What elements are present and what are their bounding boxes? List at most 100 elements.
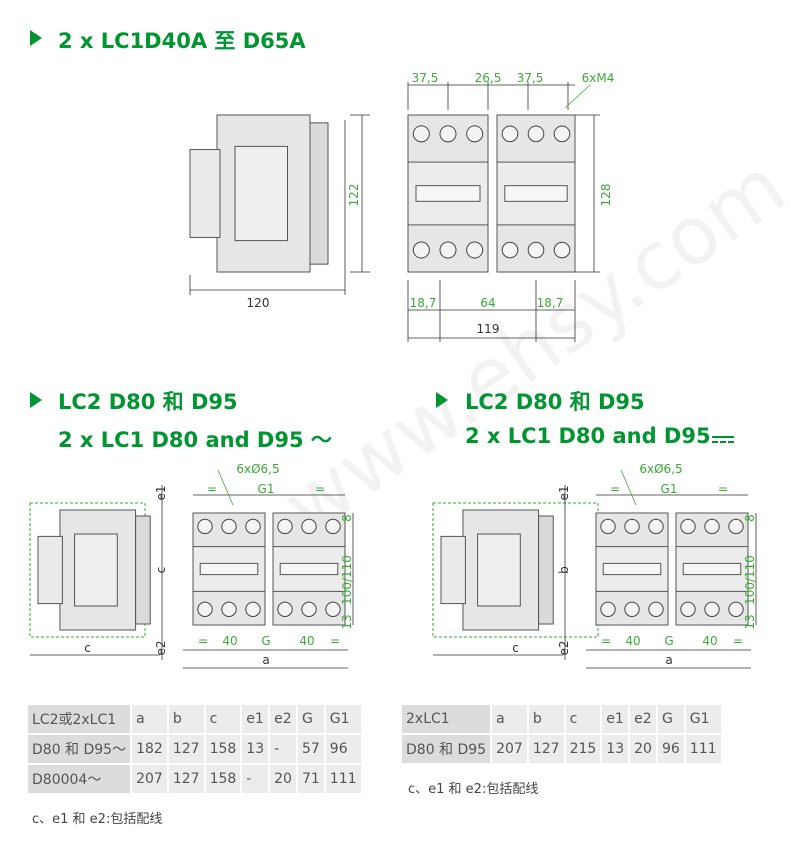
contactor-window [415, 185, 481, 202]
terminal-screw [704, 601, 720, 618]
terminal-screw [245, 601, 261, 618]
table-cell: 127 [528, 735, 564, 763]
table-cell: 57 [297, 735, 324, 763]
table-header-cell: 2xLC1 [402, 705, 491, 733]
table-cell: 158 [205, 735, 241, 763]
dimension-label: 8 [340, 514, 354, 522]
dimension-label: 120 [247, 296, 270, 310]
dimension-label: 100/110 [743, 555, 757, 605]
section3-title-line2: 2 x LC1 D80 and D95 [465, 424, 711, 448]
dimension-label: G1 [258, 482, 275, 496]
table-cell: 215 [565, 735, 601, 763]
terminal-screw [301, 518, 317, 535]
terminal-screw [680, 518, 696, 535]
terminal-screw [680, 601, 696, 618]
dimension-label: 40 [222, 634, 237, 648]
table-header-cell: LC2或2xLC1 [28, 705, 131, 733]
section2-title-line2: 2 x LC1 D80 and D95 ～ [58, 428, 332, 452]
terminal-screw [704, 518, 720, 535]
dimension-label: a [262, 653, 269, 667]
table-header-cell: e2 [630, 705, 656, 733]
terminal-screw [553, 241, 571, 259]
table-cell: 96 [325, 735, 361, 763]
section3-title-line1: LC2 D80 和 D95 [465, 390, 645, 414]
dimension-label: = [733, 634, 743, 648]
table-cell: 13 [242, 735, 269, 763]
dimension-label: G1 [661, 482, 678, 496]
table-cell: 71 [297, 765, 324, 793]
dimension-label: 37,5 [517, 71, 544, 85]
dimension-label: = [610, 482, 620, 496]
contactor-window [504, 185, 568, 202]
table-cell: 127 [168, 735, 204, 763]
terminal-screw [501, 125, 519, 143]
table-header-cell: e1 [242, 705, 269, 733]
dimension-label: 64 [480, 296, 495, 310]
dimension-label: = [330, 634, 340, 648]
dimension-label: 18,7 [410, 296, 437, 310]
dimension-label: 6xØ6,5 [639, 462, 682, 476]
table-header-cell: c [565, 705, 601, 733]
terminal-screw [325, 601, 341, 618]
dimension-label: 40 [625, 634, 640, 648]
contactor-side-body [216, 114, 311, 273]
terminal-screw [301, 601, 317, 618]
bullet-triangle-icon [30, 30, 42, 46]
dimension-label: 40 [702, 634, 717, 648]
terminal-screw [277, 518, 293, 535]
dimension-label: 8 [743, 514, 757, 522]
bullet-triangle-icon [436, 392, 448, 408]
contactor-window [199, 562, 259, 576]
dimension-label: e2 [154, 640, 168, 655]
leader-line [620, 469, 637, 506]
section2-title-line1: LC2 D80 和 D95 [58, 390, 238, 414]
terminal-screw [600, 518, 616, 535]
table-cell: D80004～ [28, 765, 131, 793]
table-cell: D80 和 D95 [402, 735, 491, 763]
dimension-label: 40 [299, 634, 314, 648]
contactor-side-rail [309, 122, 329, 265]
dimension-label: 26,5 [475, 71, 502, 85]
table-header-cell: G [297, 705, 324, 733]
contactor-window [602, 562, 662, 576]
dimension-label: = [601, 634, 611, 648]
dimension-label: G [664, 634, 673, 648]
contactor-side-coil [189, 149, 221, 238]
bullet-triangle-icon [30, 392, 42, 408]
terminal-screw [466, 125, 484, 143]
dimension-label: 6xM4 [582, 71, 615, 85]
terminal-screw [325, 518, 341, 535]
table-header-cell: G1 [325, 705, 361, 733]
terminal-screw [501, 241, 519, 259]
terminal-screw [245, 518, 261, 535]
contactor-side-detail [74, 533, 118, 607]
table-header-cell: G1 [685, 705, 721, 733]
table-cell: 207 [132, 765, 167, 793]
terminal-screw [553, 125, 571, 143]
table-cell: 111 [685, 735, 721, 763]
table-cell: 13 [602, 735, 629, 763]
terminal-screw [221, 601, 237, 618]
table-cell: 127 [168, 765, 204, 793]
dimension-label: 100/110 [340, 555, 354, 605]
table-note: c、e1 和 e2:包括配线 [32, 812, 163, 827]
terminal-screw [600, 601, 616, 618]
dimension-label: = [198, 634, 208, 648]
dimension-label: a [665, 653, 672, 667]
contactor-side-coil [37, 535, 63, 605]
contactor-side-detail [234, 145, 288, 242]
dimension-label: e1 [154, 485, 168, 500]
terminal-screw [648, 518, 664, 535]
contactor-side-rail [135, 515, 151, 625]
dimension-label: 18,7 [537, 296, 564, 310]
dimension-label: e1 [557, 485, 571, 500]
table-cell: D80 和 D95～ [28, 735, 131, 763]
terminal-screw [412, 125, 430, 143]
section1-title: 2 x LC1D40A 至 D65A [58, 29, 306, 53]
table-header-cell: e2 [270, 705, 296, 733]
